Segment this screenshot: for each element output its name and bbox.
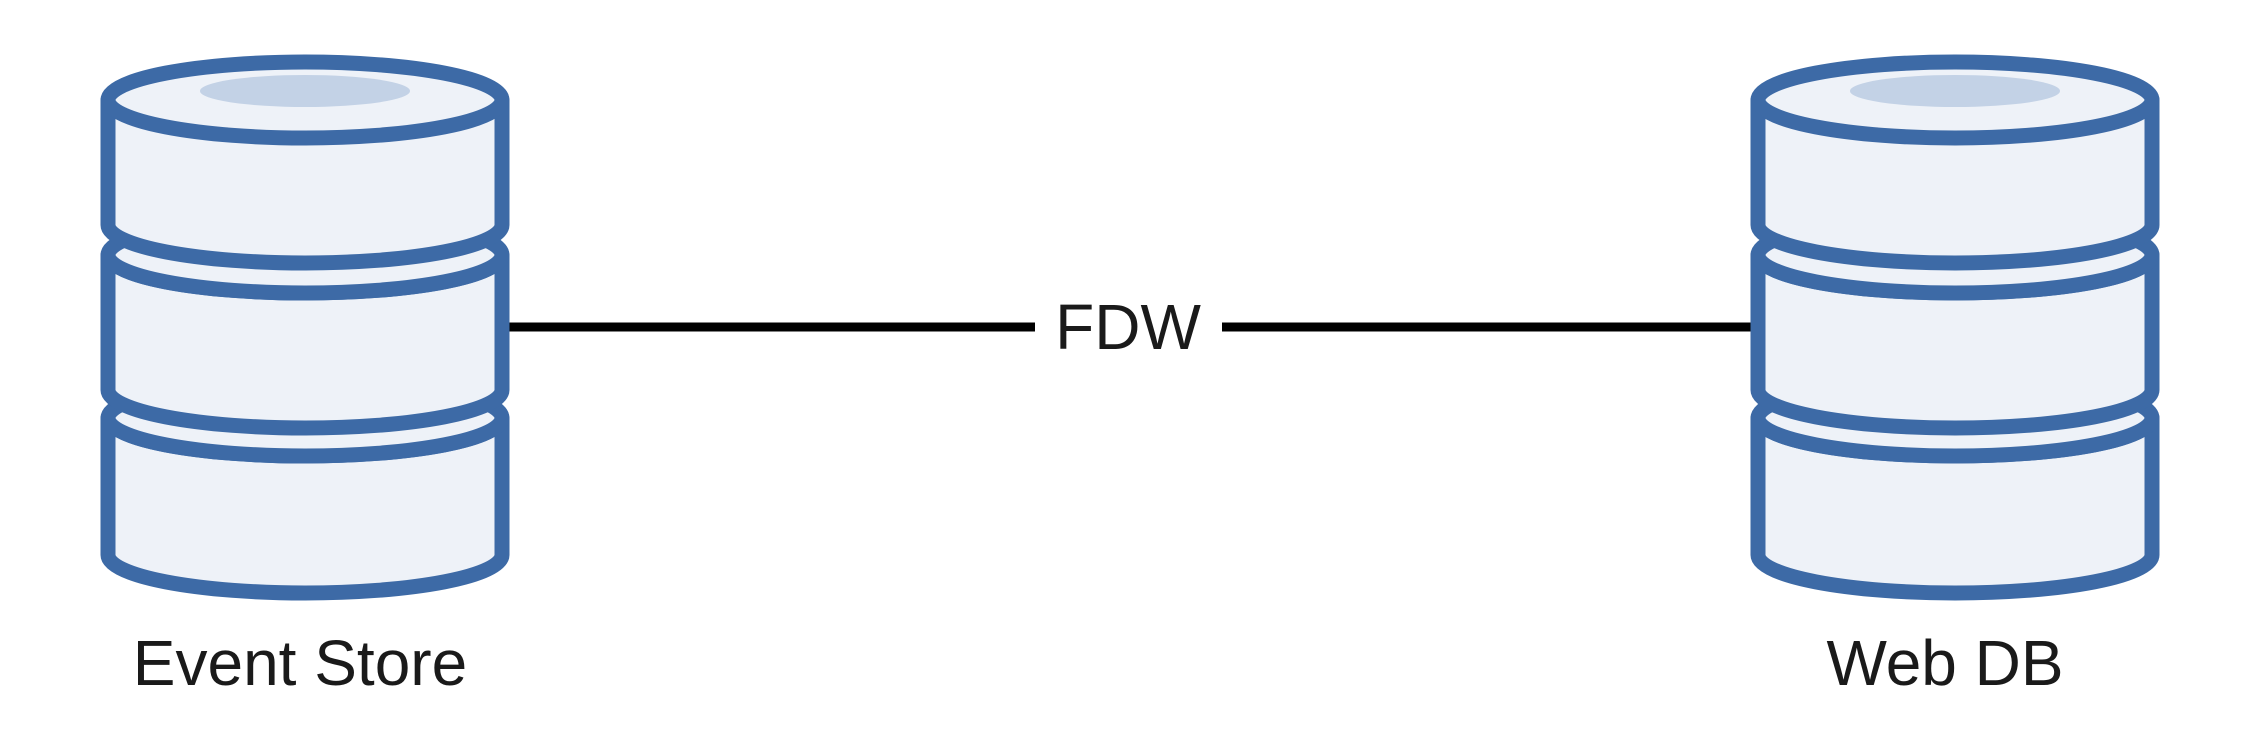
database-icon bbox=[100, 54, 510, 601]
edge-label-fdw: FDW bbox=[1055, 291, 1201, 363]
database-node-event-store[interactable] bbox=[100, 54, 510, 601]
connection-edge: FDW bbox=[498, 291, 1755, 363]
node-label-event-store: Event Store bbox=[133, 627, 467, 699]
database-node-web-db[interactable] bbox=[1750, 54, 2160, 601]
database-icon bbox=[1750, 54, 2160, 601]
node-label-web-db: Web DB bbox=[1826, 627, 2063, 699]
